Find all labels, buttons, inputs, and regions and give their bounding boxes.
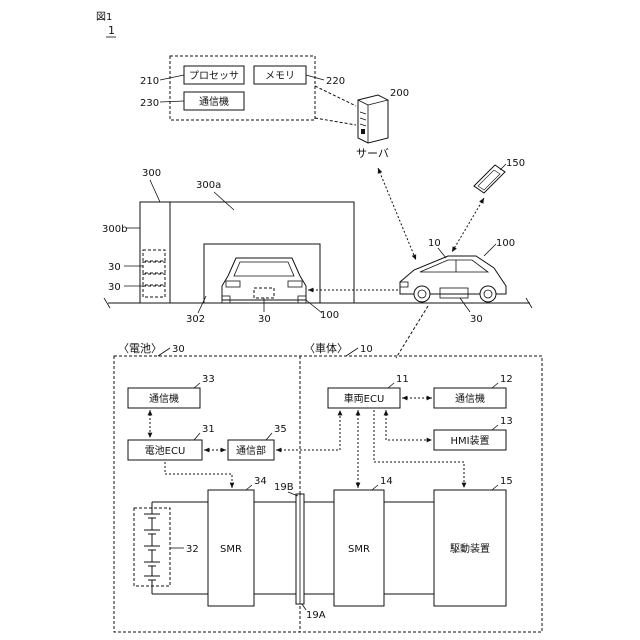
ref-30-vehicle: 30 (470, 314, 483, 325)
ref-15: 15 (500, 476, 513, 487)
leader-31 (194, 433, 200, 440)
leader-300a (214, 192, 234, 210)
ref-13: 13 (500, 416, 513, 427)
ref-19a: 19A (306, 610, 326, 621)
processor-label: プロセッサ (189, 70, 239, 82)
leader-220 (306, 75, 324, 80)
callout-vehicle-detail (396, 306, 428, 358)
vehicle-comm-label: 通信機 (455, 392, 485, 405)
leader-13 (492, 425, 498, 430)
server-detail-connector (315, 86, 356, 106)
ref-10-vehicle: 10 (428, 238, 441, 249)
body-section-label: 〈車体〉 (304, 341, 348, 355)
server-detail-connector-2 (315, 118, 356, 125)
ref-200: 200 (390, 88, 409, 99)
ref-19b: 19B (274, 482, 294, 493)
smr-14-label: SMR (348, 544, 370, 555)
leader-100-vehicle (484, 244, 496, 256)
ref-34: 34 (254, 476, 267, 487)
ref-230: 230 (140, 98, 159, 109)
ref-30-stack-1: 30 (108, 262, 121, 273)
battery-cells (144, 502, 160, 594)
battery-section-label: 〈電池〉 (118, 342, 162, 355)
leader-35 (266, 433, 272, 440)
ref-12: 12 (500, 374, 513, 385)
leader-33 (194, 383, 200, 388)
station-bay (204, 244, 320, 303)
battery-ecu-label: 電池ECU (145, 444, 186, 457)
leader-14 (372, 485, 378, 490)
ref-11: 11 (396, 374, 409, 385)
leader-210 (160, 75, 184, 80)
ref-30-garage-car: 30 (258, 314, 271, 325)
ref-30-stack-2: 30 (108, 282, 121, 293)
server-icon (358, 95, 388, 143)
ref-100-garage-car: 100 (320, 310, 339, 321)
ref-10-body-section: 10 (360, 344, 373, 355)
leader-19a (302, 604, 306, 610)
figure-title: 図1 (96, 11, 112, 23)
ref-14: 14 (380, 476, 393, 487)
server-label: サーバ (356, 147, 389, 160)
leader-11 (388, 383, 394, 388)
station-tower (140, 202, 170, 303)
vehicle (400, 256, 506, 302)
leader-12 (492, 383, 498, 388)
link-phone-vehicle (452, 198, 484, 252)
smr-34-label: SMR (220, 544, 242, 555)
ref-30-battery-section: 30 (172, 344, 185, 355)
ref-300a: 300a (196, 180, 221, 191)
ref-210: 210 (140, 76, 159, 87)
link-server-vehicle (378, 168, 416, 260)
leader-15 (492, 485, 498, 490)
leader-10-vehicle (438, 248, 446, 258)
link-31-smr34 (165, 462, 232, 488)
ref-300: 300 (142, 168, 161, 179)
leader-302 (198, 296, 206, 313)
leader-300 (150, 180, 160, 202)
ref-100-vehicle: 100 (496, 238, 515, 249)
ref-220: 220 (326, 76, 345, 87)
link-11-13 (386, 410, 432, 440)
ref-300b: 300b (102, 224, 127, 235)
battery-comm-label: 通信機 (149, 392, 179, 405)
garage-car (222, 258, 306, 303)
ref-31: 31 (202, 424, 215, 435)
ref-150: 150 (506, 158, 525, 169)
comm-unit-label: 通信部 (236, 444, 266, 457)
server-comm-label: 通信機 (199, 95, 229, 108)
memory-label: メモリ (265, 71, 295, 82)
figure-number: 1 (108, 24, 115, 37)
ref-35: 35 (274, 424, 287, 435)
vehicle-ecu-label: 車両ECU (344, 392, 385, 405)
drive-device-label: 駆動装置 (450, 542, 490, 555)
ref-33: 33 (202, 374, 215, 385)
leader-30-vehicle (460, 298, 470, 312)
leader-230 (160, 101, 184, 102)
ref-302: 302 (186, 314, 205, 325)
ref-32: 32 (186, 544, 199, 555)
leader-34 (246, 485, 252, 490)
hmi-label: HMI装置 (450, 434, 489, 447)
battery-stack (143, 250, 165, 297)
